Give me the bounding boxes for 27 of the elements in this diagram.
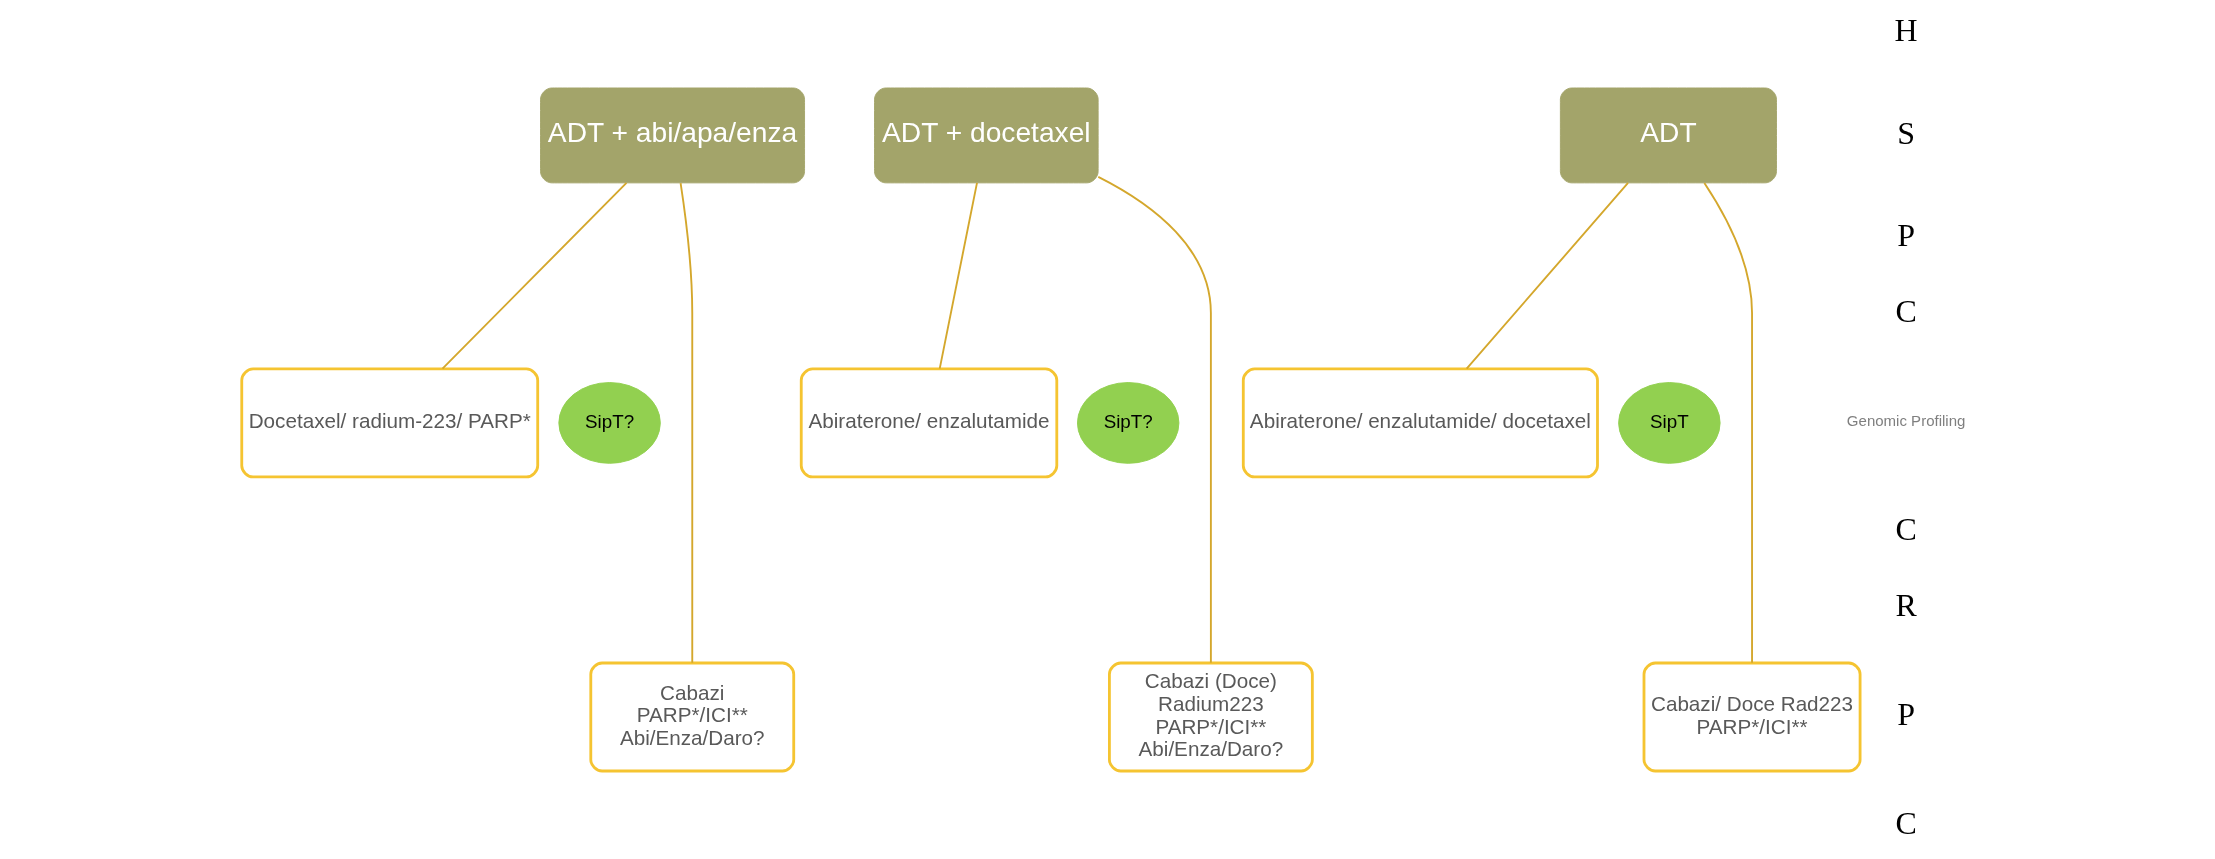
- connector: [1702, 182, 1753, 664]
- node-ellipse: SipT?: [557, 382, 661, 464]
- label: S: [1896, 115, 1915, 151]
- connector: [1465, 181, 1629, 370]
- node-box: Cabazi/ Doce Rad223 PARP*/ICI**: [1642, 661, 1861, 773]
- node-box: Cabazi (Doce) Radium223 PARP*/ICI** Abi/Enza/Daro?: [1107, 661, 1314, 773]
- label: C: [1894, 294, 1917, 330]
- node-box: Abiraterone/ enzalutamide: [799, 367, 1058, 479]
- label: C: [1894, 806, 1917, 842]
- label: P: [1896, 218, 1915, 254]
- node-ellipse: SipT: [1617, 382, 1721, 464]
- node-box: Abiraterone/ enzalutamide/ docetaxel: [1241, 367, 1599, 479]
- connector: [441, 181, 627, 370]
- connector: [679, 182, 693, 664]
- label: C: [1894, 512, 1917, 548]
- node-box: ADT + abi/apa/enza: [539, 87, 805, 184]
- label: R: [1894, 588, 1917, 624]
- label: P: [1896, 697, 1915, 733]
- label: H: [1894, 13, 1918, 49]
- label: Genomic Profiling: [1846, 412, 1965, 430]
- connector: [938, 181, 978, 370]
- node-box: Docetaxel/ radium-223/ PARP*: [239, 367, 539, 479]
- node-box: ADT: [1559, 87, 1777, 184]
- node-box: Cabazi PARP*/ICI** Abi/Enza/Daro?: [588, 661, 795, 773]
- connector: [1096, 175, 1212, 664]
- node-box: ADT + docetaxel: [873, 87, 1099, 184]
- node-ellipse: SipT?: [1076, 382, 1179, 464]
